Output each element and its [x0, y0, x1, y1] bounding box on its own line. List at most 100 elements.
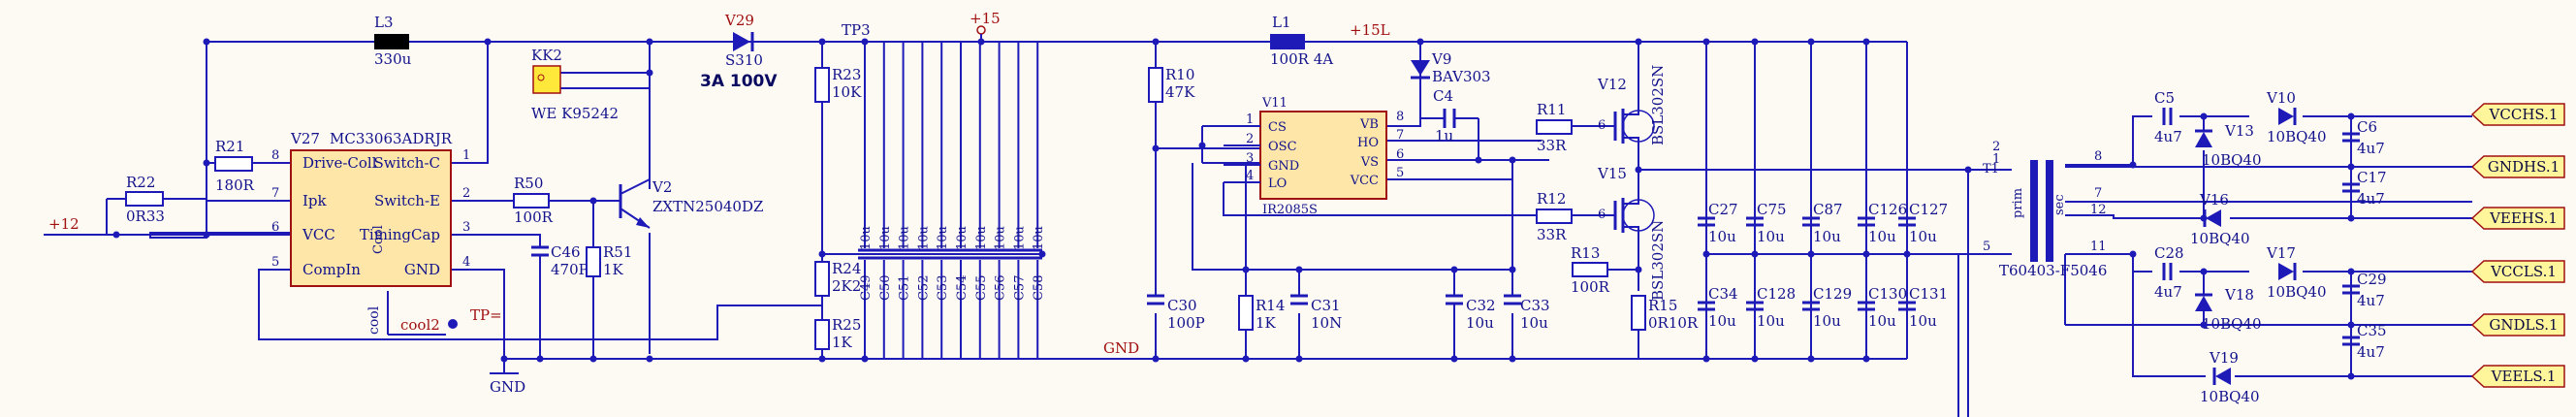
kk2-ref: KK2 [531, 47, 562, 64]
resistor-r14 [1238, 295, 1254, 331]
junction-dot [1635, 38, 1642, 46]
cap-bank: 10uC4910uC5010uC5110uC5210uC5310uC5410uC… [858, 42, 1046, 359]
t1-sec-label: sec [2052, 194, 2067, 215]
junction-dot [1038, 250, 1046, 258]
out-diode [2195, 132, 2212, 147]
junction-dot [1509, 156, 1516, 164]
junction-dot [589, 197, 597, 205]
junction-dot [861, 38, 869, 46]
c46-ref: C46 [551, 243, 581, 261]
out-cap-value: 4u7 [2357, 190, 2385, 208]
cap-bank-ref: C56 [994, 275, 1008, 302]
output-port [2470, 313, 2565, 337]
junction-dot [2200, 268, 2208, 275]
filter-cap-ref: C131 [1909, 285, 1948, 303]
ic-v11-pin-num: 4 [1246, 169, 1254, 183]
p15-label: +15 [970, 10, 1001, 27]
ic-v11-pin-num: 7 [1396, 128, 1404, 143]
r12-ref: R12 [1537, 190, 1566, 208]
ic-v27-pin-num: 4 [462, 255, 470, 270]
filter-cap-value: 10u [1813, 312, 1841, 330]
r24-value: 2K2 [832, 277, 861, 295]
junction-dot [1152, 38, 1160, 46]
junction-dot [1903, 250, 1911, 258]
transistor-v2-collector [620, 178, 651, 195]
ic-v11-pin-name: VB [1359, 117, 1379, 132]
cap-bank-value: 10u [974, 226, 989, 250]
v15-part: BSL302SN [1649, 220, 1667, 301]
r22-ref: R22 [126, 174, 155, 191]
cap-bank-ref: C57 [1012, 275, 1027, 302]
t1-pin7: 7 [2094, 186, 2102, 201]
filter-cap-value: 10u [1813, 228, 1841, 245]
wire [149, 42, 207, 239]
v2-ref: V2 [652, 178, 672, 196]
p15-terminal [976, 25, 986, 35]
wire [1223, 182, 1551, 216]
resistor-r11 [1536, 119, 1573, 135]
junction-dot [2200, 112, 2208, 120]
junction-dot [1198, 142, 1206, 149]
v15-pin: 6 [1598, 208, 1606, 222]
junction-dot [1242, 355, 1250, 363]
c31-ref: C31 [1311, 297, 1341, 314]
mosfet-v15 [1609, 189, 1655, 238]
filter-cap-ref: C126 [1868, 201, 1907, 218]
junction-dot [1862, 250, 1870, 258]
junction-dot [2129, 250, 2137, 258]
junction-dot [536, 355, 544, 363]
filter-cap-value: 10u [1708, 312, 1736, 330]
wire [451, 234, 541, 247]
c4-value: 1u [1435, 127, 1454, 144]
out-cap-value: 4u7 [2357, 140, 2385, 157]
v2-part: ZXTN25040DZ [652, 198, 763, 215]
junction-dot [2129, 161, 2137, 169]
filter-caps: C2710uC7510uC8710uC12610uC12710uC3410uC1… [1698, 201, 1948, 330]
t1-pin2: 2 [1992, 140, 2000, 154]
mosfet-v12 [1609, 97, 1655, 155]
ic-v27-pin-num: 8 [271, 148, 279, 163]
filter-cap-value: 10u [1868, 312, 1896, 330]
c31-value: 10N [1311, 314, 1342, 332]
out-cap-value: 4u7 [2154, 128, 2182, 145]
v9-part: BAV303 [1432, 68, 1491, 85]
c46-value: 470P [551, 261, 588, 278]
junction-dot [1751, 250, 1759, 258]
output-port-label: VEELS.1 [2491, 368, 2557, 385]
r21-value: 180R [215, 176, 255, 194]
r13-ref: R13 [1571, 244, 1600, 262]
cap-bank-value: 10u [994, 226, 1008, 250]
junction-dot [2347, 372, 2355, 380]
junctions [112, 38, 2355, 380]
filter-cap-value: 10u [1868, 228, 1896, 245]
filter-cap-value: 10u [1757, 228, 1785, 245]
ic-v11-body [1259, 111, 1387, 200]
filter-cap-ref: C27 [1708, 201, 1738, 218]
resistor-r22 [125, 191, 164, 207]
testpoint-dot [448, 319, 458, 329]
cap-bank-ref: C54 [955, 275, 970, 302]
out-diode-part: 10BQ40 [2200, 388, 2260, 405]
ic-v27-body [290, 149, 452, 287]
ic-v27-pin-num: 3 [462, 220, 470, 235]
resistor-r24 [814, 261, 830, 297]
output-port-label: VEEHS.1 [2489, 209, 2558, 227]
ic-v27-pin-name: VCC [302, 226, 335, 243]
filter-cap-ref: C87 [1813, 201, 1843, 218]
l3-ref: L3 [374, 14, 394, 31]
junction-dot [818, 38, 826, 46]
output-port [2470, 260, 2565, 283]
t1-part: T60403-F5046 [1999, 262, 2107, 279]
c32-ref: C32 [1466, 297, 1496, 314]
junction-dot [2347, 163, 2355, 171]
junction-dot [977, 38, 985, 46]
cap-bank-value: 10u [936, 226, 950, 250]
out-diode [2278, 108, 2294, 125]
junction-dot [1509, 266, 1516, 273]
r11-ref: R11 [1537, 101, 1566, 118]
output-port-label: VCCHS.1 [2489, 106, 2559, 123]
output-port [2470, 365, 2565, 388]
out-cap-value: 4u7 [2357, 343, 2385, 361]
power-label-in12: +12 [48, 215, 80, 233]
